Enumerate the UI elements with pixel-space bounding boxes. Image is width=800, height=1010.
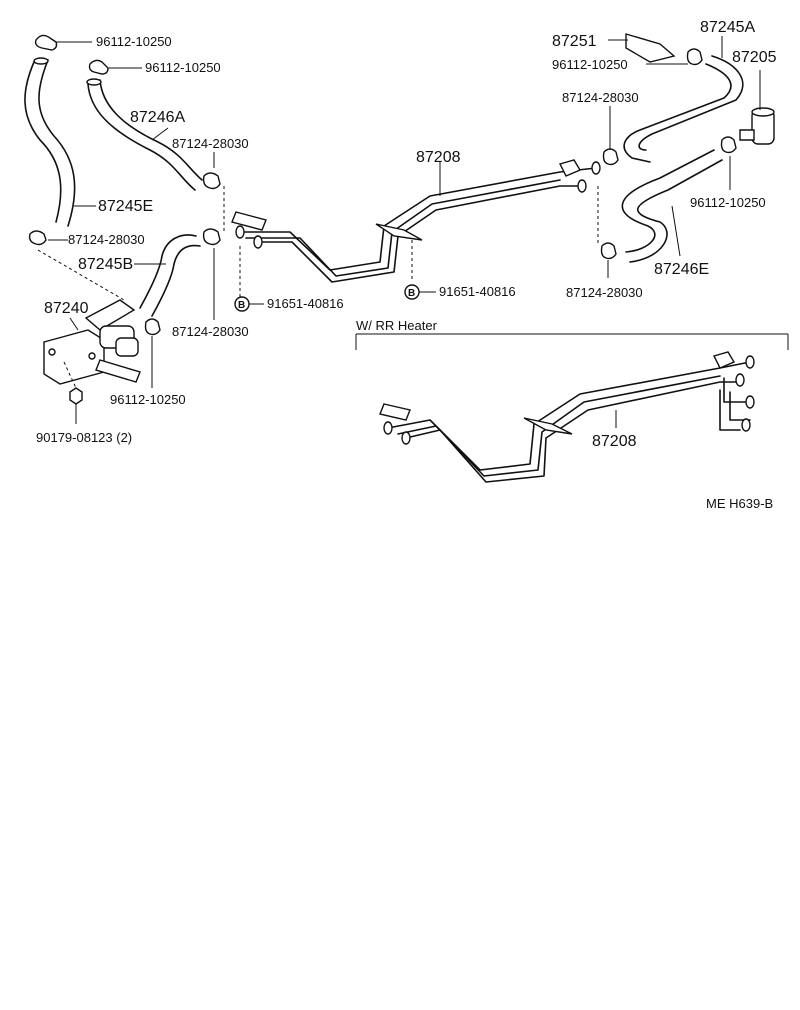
clamp-96112-d [646,48,703,66]
clamp-96112-c [144,318,161,388]
bolt-badge-b-left: B [234,296,264,312]
hose-87245E [24,57,96,227]
label-87124-d: 87124-28030 [562,90,639,105]
label-87124-c: 87124-28030 [172,324,249,339]
label-87124-a: 87124-28030 [172,136,249,151]
clamp-96112-e [720,136,737,190]
label-87208-bottom: 87208 [592,433,637,450]
label-90179: 90179-08123 (2) [36,430,132,445]
label-87246A: 87246A [130,109,185,126]
svg-text:B: B [408,288,415,299]
clamp-87124-d [602,106,619,166]
clamp-96112-b [88,59,142,75]
label-96112-b: 96112-10250 [145,60,221,75]
nut-90179 [63,361,83,424]
svg-text:B: B [238,300,245,311]
connector-87205 [739,70,775,145]
label-87124-e: 87124-28030 [566,285,643,300]
label-87245E: 87245E [98,198,153,215]
variant-bracket [355,333,789,350]
hose-87246E [621,149,723,263]
label-variant: W/ RR Heater [356,318,438,333]
bolt-badge-b-right: B [404,284,436,300]
label-87124-b: 87124-28030 [68,232,145,247]
pipe-87251 [608,33,676,63]
label-96112-a: 96112-10250 [96,34,172,49]
clamp-87124-e [600,242,617,278]
label-87245B: 87245B [78,256,133,273]
label-96112-e: 96112-10250 [690,195,766,210]
label-87208-top: 87208 [416,149,461,166]
label-91651-a: 91651-40816 [267,296,344,311]
water-valve-87240 [43,299,141,385]
hose-87245A [623,55,744,163]
clamp-87124-c [202,228,221,320]
label-91651-b: 91651-40816 [439,284,516,299]
clamp-87124-b [28,230,68,246]
label-96112-c: 96112-10250 [110,392,186,407]
hose-87245B [134,234,201,317]
heater-pipe-87208-top [231,159,601,283]
label-96112-d: 96112-10250 [552,57,628,72]
heater-pipe-87208-bottom [379,351,755,483]
hose-87246A [86,78,203,191]
clamp-87124-a [202,152,221,190]
label-87240: 87240 [44,300,89,317]
label-87245A: 87245A [700,19,755,36]
label-87246E: 87246E [654,261,709,278]
label-87205: 87205 [732,49,777,66]
drawing-code: ME H639-B [706,496,773,511]
clamp-96112-a [34,34,92,51]
label-87251: 87251 [552,33,597,50]
